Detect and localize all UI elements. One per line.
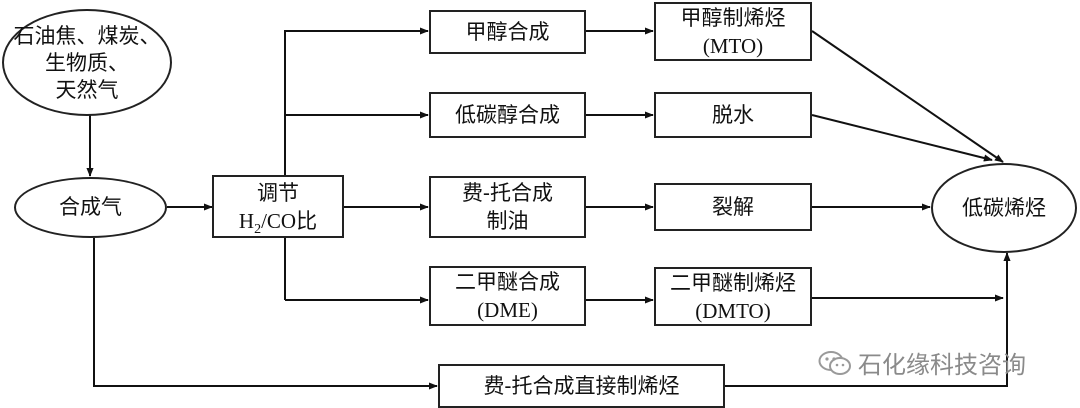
- watermark: 石化缘科技咨询: [818, 345, 1026, 380]
- syngas-label: 合成气: [59, 195, 122, 219]
- ft-oil-line-1: 费-托合成: [461, 181, 554, 205]
- dehydration-node: 脱水: [654, 92, 812, 138]
- dme-synthesis-line-2: (DME): [477, 298, 538, 322]
- adjust-rest: /CO比: [261, 208, 318, 233]
- dmto-node: 二甲醚制烯烃 (DMTO): [654, 267, 812, 326]
- arrow-ft-direct-to-olefins: [725, 252, 1011, 387]
- feedstock-node: 石油焦、煤炭、 生物质、 天然气: [2, 9, 172, 116]
- adjust-sub: 2: [254, 221, 262, 237]
- ft-oil-node: 费-托合成 制油: [429, 176, 586, 238]
- ft-direct-node: 费-托合成直接制烯烃: [438, 364, 725, 408]
- mto-line-2: (MTO): [702, 33, 764, 58]
- adjust-h2-co-node: 调节 H2/CO比: [212, 175, 344, 238]
- cracking-label: 裂解: [712, 195, 754, 219]
- dme-synthesis-line-1: 二甲醚合成: [455, 270, 560, 294]
- feedstock-line-2: 生物质、: [45, 51, 129, 75]
- watermark-text: 石化缘科技咨询: [858, 351, 1026, 379]
- dmto-line-1: 二甲醚制烯烃: [670, 270, 796, 295]
- arrow-dehydration-to-olefins: [811, 114, 993, 162]
- ft-direct-label: 费-托合成直接制烯烃: [483, 374, 680, 398]
- adjust-label-line-2: H2/CO比: [238, 207, 318, 237]
- dehydration-label: 脱水: [712, 103, 754, 127]
- ft-oil-line-2: 制油: [486, 209, 529, 233]
- light-olefins-label: 低碳烯烃: [962, 195, 1046, 220]
- low-alcohol-synthesis-node: 低碳醇合成: [429, 92, 586, 138]
- low-alcohol-synthesis-label: 低碳醇合成: [455, 103, 560, 127]
- methanol-synthesis-node: 甲醇合成: [429, 10, 586, 54]
- dme-synthesis-node: 二甲醚合成 (DME): [429, 266, 586, 326]
- syngas-node: 合成气: [14, 177, 167, 238]
- arrow-syngas-to-ft-direct: [93, 238, 438, 390]
- adjust-label-line-1: 调节: [257, 180, 299, 205]
- feedstock-line-1: 石油焦、煤炭、: [13, 24, 161, 48]
- mto-node: 甲醇制烯烃 (MTO): [654, 2, 812, 61]
- cracking-node: 裂解: [654, 183, 812, 231]
- methanol-synthesis-label: 甲醇合成: [465, 20, 550, 44]
- arrow-mto-to-olefins: [811, 30, 1004, 163]
- light-olefins-node: 低碳烯烃: [931, 163, 1077, 253]
- wechat-icon: [818, 350, 851, 375]
- adjust-h: H: [238, 208, 255, 233]
- dmto-line-2: (DMTO): [695, 298, 771, 323]
- mto-line-1: 甲醇制烯烃: [680, 5, 786, 30]
- feedstock-line-3: 天然气: [55, 78, 119, 102]
